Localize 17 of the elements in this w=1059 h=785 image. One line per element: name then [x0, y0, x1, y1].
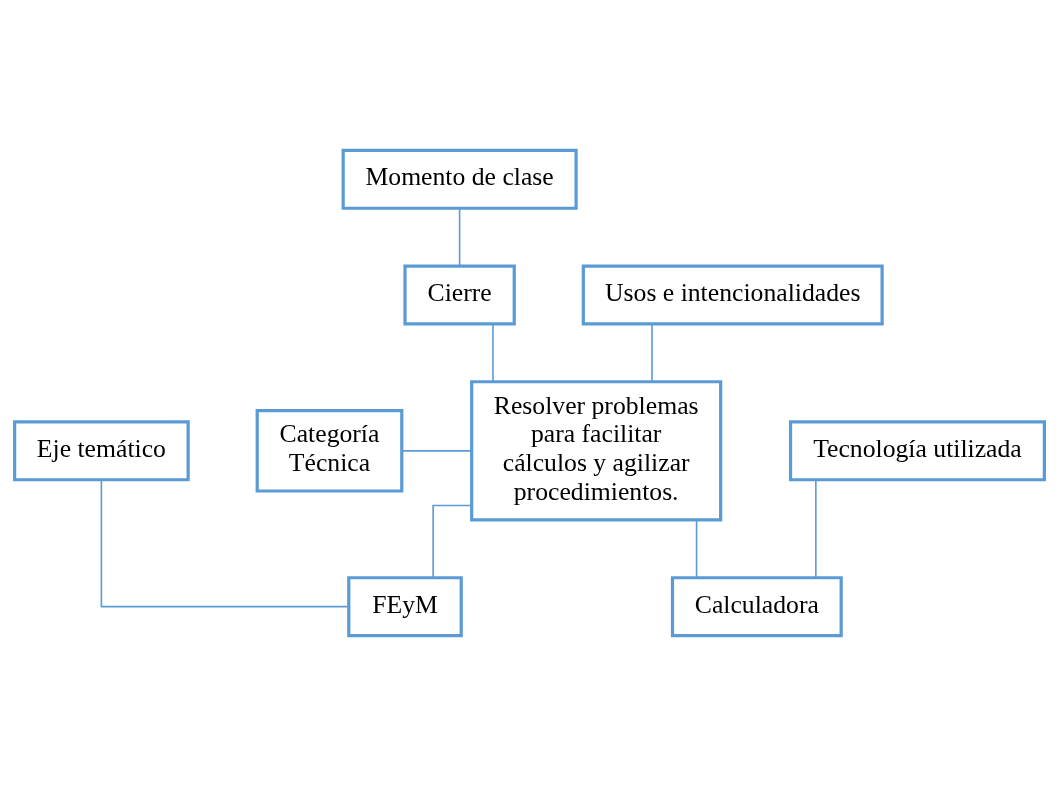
node-box: Resolver problemas para facilitar cálculos y agilizar procedimientos. [470, 379, 723, 521]
connector [695, 518, 698, 578]
node-box: Tecnología utilizada [788, 419, 1046, 481]
connector [815, 478, 817, 578]
node-box: Usos e intencionalidades [581, 264, 884, 326]
connector [432, 504, 473, 578]
connector [492, 323, 494, 382]
connector [100, 478, 350, 607]
node-box: Eje temático [13, 419, 190, 481]
connector [401, 449, 473, 452]
connector [458, 207, 461, 266]
node-box: FEyM [347, 575, 463, 637]
node-box: Cierre [403, 264, 516, 326]
node-box: Categoría Técnica [255, 408, 404, 493]
node-box: Calculadora [670, 575, 843, 637]
node-box: Momento de clase [341, 148, 578, 210]
connector [651, 323, 653, 382]
